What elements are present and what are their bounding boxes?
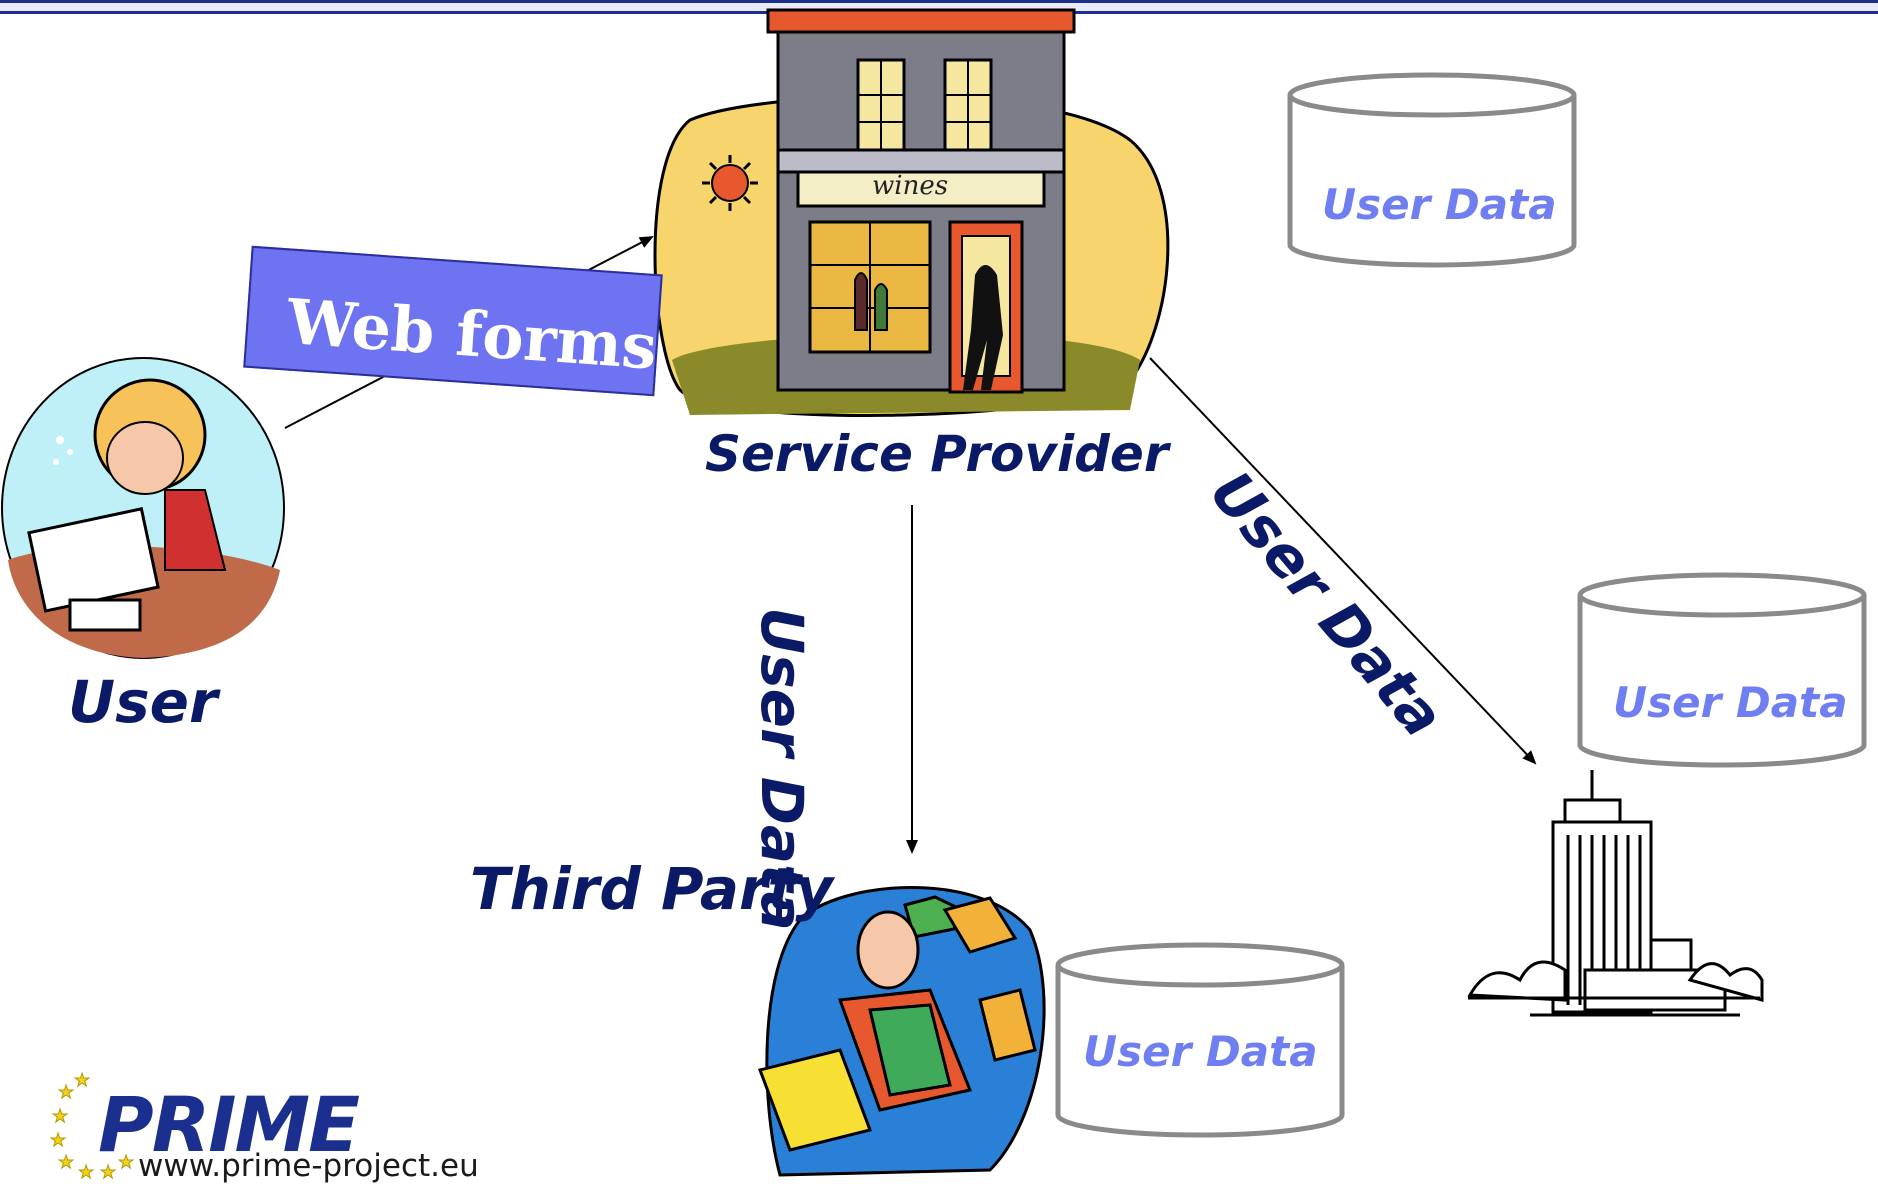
database-label-bottom: User Data — [1083, 1027, 1318, 1076]
database-label-right: User Data — [1613, 678, 1848, 727]
service-provider-label: Service Provider — [705, 425, 1169, 483]
prime-logo-text: PRIME — [98, 1080, 360, 1169]
third-party-illustration — [758, 886, 1046, 1177]
shop-sign-text: wines — [872, 171, 949, 201]
svg-text:★: ★ — [52, 1106, 68, 1127]
service-provider-illustration — [653, 8, 1170, 417]
user-data-flow-label-vertical: User Data — [747, 607, 816, 931]
user-label: User — [68, 668, 218, 736]
prime-logo-stars: ★ ★ ★ ★ ★ ★ ★ ★ — [50, 1070, 135, 1182]
svg-text:★: ★ — [118, 1152, 134, 1173]
window-top-bar-inner — [0, 3, 1878, 11]
arrow-provider-to-building — [1149, 357, 1537, 765]
user-illustration — [1, 357, 285, 659]
third-party-label: Third Party — [470, 855, 834, 923]
database-label-top: User Data — [1322, 180, 1557, 229]
svg-text:★: ★ — [74, 1070, 90, 1091]
svg-text:★: ★ — [100, 1162, 116, 1181]
database-cylinder-right — [1577, 572, 1867, 768]
database-cylinder-bottom — [1055, 942, 1345, 1138]
svg-text:★: ★ — [78, 1162, 94, 1181]
svg-text:★: ★ — [50, 1130, 66, 1151]
company-building-illustration — [1467, 770, 1764, 1017]
window-top-bar — [0, 0, 1878, 14]
svg-text:★: ★ — [58, 1152, 74, 1173]
prime-logo-url: www.prime-project.eu — [138, 1148, 479, 1184]
database-cylinder-top — [1287, 72, 1577, 268]
svg-text:★: ★ — [58, 1082, 74, 1103]
